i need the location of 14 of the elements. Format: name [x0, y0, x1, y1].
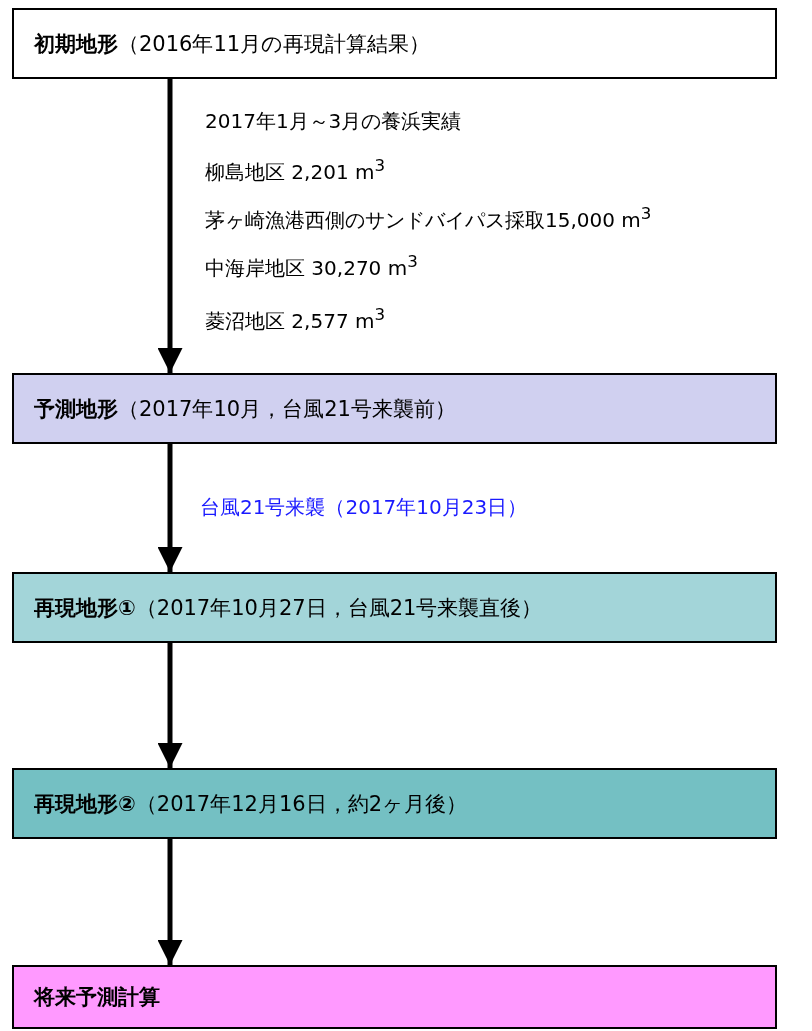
note-text: 中海岸地区 30,270 m$^{3}$ [205, 252, 418, 282]
process-box: 将来予測計算 [12, 965, 777, 1029]
process-box: 予測地形（2017年10月，台風21号来襲前） [12, 373, 777, 444]
arrow [157, 839, 183, 965]
arrow [157, 444, 183, 572]
note-text: 茅ヶ崎漁港西側のサンドバイパス採取15,000 m$^{3}$ [205, 204, 652, 234]
process-box: 再現地形②（2017年12月16日，約2ヶ月後） [12, 768, 777, 839]
note-text: 2017年1月～3月の養浜実績 [205, 108, 462, 135]
arrow [157, 643, 183, 768]
process-box: 再現地形①（2017年10月27日，台風21号来襲直後） [12, 572, 777, 643]
note-text: 柳島地区 2,201 m$^{3}$ [205, 156, 386, 186]
arrow [157, 79, 183, 373]
process-box: 初期地形（2016年11月の再現計算結果） [12, 8, 777, 79]
note-text: 菱沼地区 2,577 m$^{3}$ [205, 305, 386, 335]
